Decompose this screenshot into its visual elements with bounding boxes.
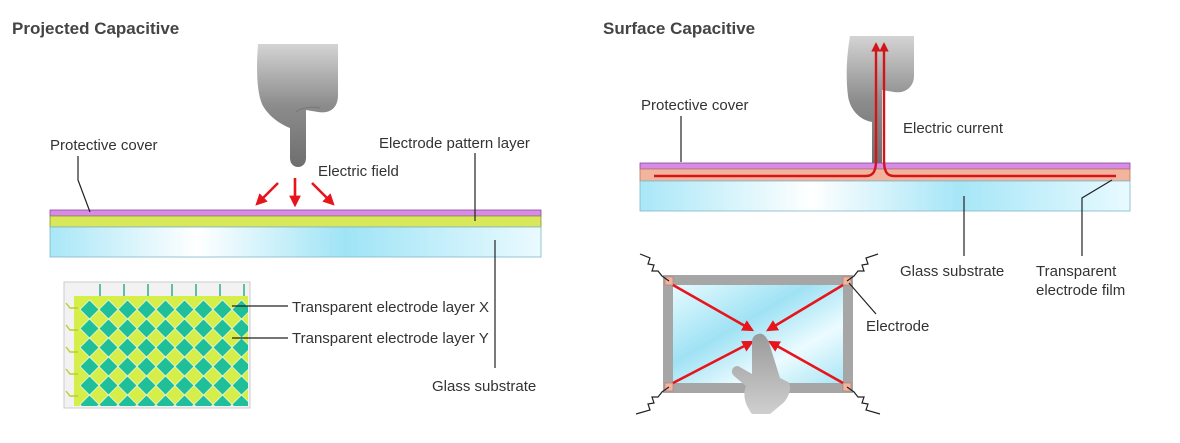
electrode-y-trace <box>65 368 78 375</box>
glass-substrate-layer <box>49 226 542 258</box>
electrode-y-trace <box>65 324 78 331</box>
surface-title: Surface Capacitive <box>603 19 755 38</box>
pointing-hand-icon <box>257 44 338 167</box>
label-electrode-pattern-layer: Electrode pattern layer <box>379 135 530 152</box>
label-electrode: Electrode <box>866 318 929 335</box>
screen-hand-icon <box>731 333 790 414</box>
label-surface-protective-cover: Protective cover <box>641 97 749 114</box>
electrode-x-diamond <box>193 394 214 406</box>
electrode-x-diamond <box>155 394 176 406</box>
electrode-pattern-layer <box>49 215 542 228</box>
electrode-x-diamond <box>212 394 233 406</box>
projected-title: Projected Capacitive <box>12 19 179 38</box>
label-electrode-layer-y: Transparent electrode layer Y <box>292 330 489 347</box>
electrode-x-diamond <box>117 394 138 406</box>
label-glass-substrate-projected: Glass substrate <box>432 378 536 395</box>
electrode-y-trace <box>65 390 78 397</box>
electrode-x-diamond <box>136 394 157 406</box>
electrode-x-diamond <box>79 394 100 406</box>
label-glass-substrate-surface: Glass substrate <box>900 263 1004 280</box>
label-transparent-electrode-film-2: electrode film <box>1036 282 1125 299</box>
label-transparent-electrode-film-1: Transparent <box>1036 263 1117 280</box>
electrode-grid <box>63 281 251 409</box>
electrode-y-trace <box>65 346 78 353</box>
electrode-x-diamond <box>98 394 119 406</box>
label-electric-field: Electric field <box>318 163 399 180</box>
touching-hand-icon <box>846 36 914 166</box>
electrode-x-diamond <box>231 394 248 406</box>
label-electrode-layer-x: Transparent electrode layer X <box>292 299 489 316</box>
surface-screen <box>635 253 881 415</box>
electrode-x-diamond <box>174 394 195 406</box>
label-electric-current: Electric current <box>903 120 1004 137</box>
label-protective-cover: Protective cover <box>50 137 158 154</box>
projected-layer-stack <box>49 209 542 258</box>
electric-field-arrows <box>255 178 335 208</box>
surface-layer-stack <box>639 162 1131 212</box>
electrode-y-trace <box>65 302 78 309</box>
surface-glass-substrate-layer <box>639 180 1131 212</box>
protective-cover-layer <box>49 209 542 217</box>
electric-current-path <box>654 42 1116 178</box>
